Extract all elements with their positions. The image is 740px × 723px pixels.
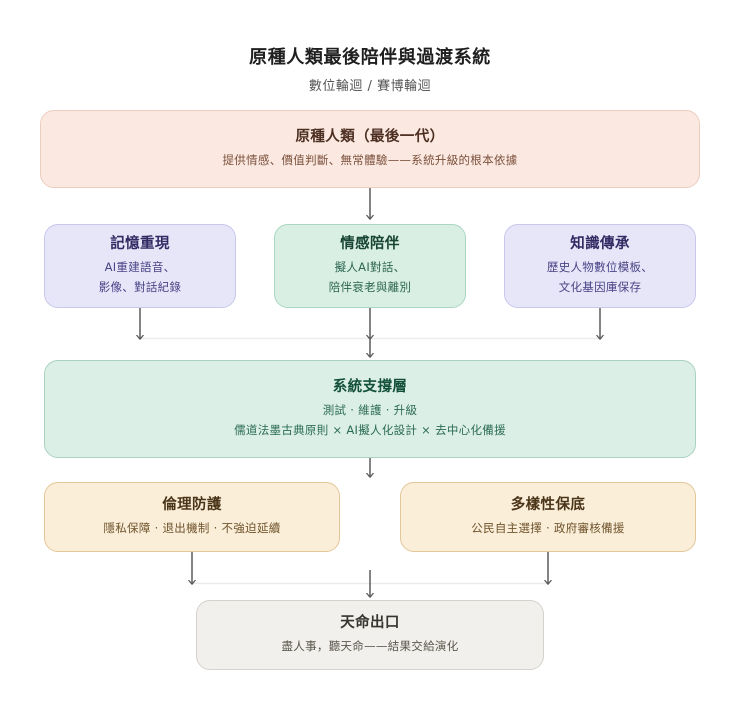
node-line: 盡人事，聽天命——結果交給演化 — [281, 639, 459, 654]
node-title: 原種人類（最後一代） — [295, 128, 445, 145]
node-title: 多樣性保底 — [510, 496, 586, 513]
node-line: 儒道法墨古典原則 × AI擬人化設計 × 去中心化備援 — [234, 423, 506, 438]
node-system-support-layer[interactable]: 系統支撐層 測試 · 維護 · 升級 儒道法墨古典原則 × AI擬人化設計 × … — [44, 360, 696, 458]
node-ethical-protection[interactable]: 倫理防護 隱私保障 · 退出機制 · 不強迫延續 — [44, 482, 340, 552]
page-subtitle: 數位輪迴 / 賽博輪迴 — [308, 79, 432, 95]
node-knowledge-inheritance[interactable]: 知識傳承 歷史人物數位模板、 文化基因庫保存 — [504, 224, 696, 308]
node-title: 知識傳承 — [570, 235, 630, 252]
node-title: 系統支撐層 — [332, 378, 408, 395]
node-line: 陪伴衰老與離別 — [328, 280, 412, 295]
node-title: 天命出口 — [340, 614, 400, 631]
node-title: 記憶重現 — [110, 235, 170, 252]
diagram-header: 原種人類最後陪伴與過渡系統 數位輪迴 / 賽博輪迴 — [0, 46, 740, 96]
node-line: 提供情感、價值判斷、無常體驗——系統升級的根本依據 — [222, 153, 518, 168]
node-line: 隱私保障 · 退出機制 · 不強迫延續 — [103, 521, 281, 536]
node-line: 測試 · 維護 · 升級 — [322, 403, 418, 418]
node-line: AI重建語音、 — [104, 260, 176, 275]
node-line: 影像、對話紀錄 — [98, 280, 182, 295]
node-diversity-guarantee[interactable]: 多樣性保底 公民自主選擇 · 政府審核備援 — [400, 482, 696, 552]
node-line: 歷史人物數位模板、 — [546, 260, 654, 275]
node-emotional-companionship[interactable]: 情感陪伴 擬人AI對話、 陪伴衰老與離別 — [274, 224, 466, 308]
page-title: 原種人類最後陪伴與過渡系統 — [249, 47, 491, 68]
node-title: 情感陪伴 — [340, 235, 400, 252]
node-line: 文化基因庫保存 — [558, 280, 642, 295]
node-memory-reconstruction[interactable]: 記憶重現 AI重建語音、 影像、對話紀錄 — [44, 224, 236, 308]
node-title: 倫理防護 — [162, 496, 222, 513]
node-line: 公民自主選擇 · 政府審核備援 — [471, 521, 625, 536]
node-origin-humans[interactable]: 原種人類（最後一代） 提供情感、價值判斷、無常體驗——系統升級的根本依據 — [40, 110, 700, 188]
node-destiny-exit[interactable]: 天命出口 盡人事，聽天命——結果交給演化 — [196, 600, 544, 670]
node-line: 擬人AI對話、 — [334, 260, 406, 275]
